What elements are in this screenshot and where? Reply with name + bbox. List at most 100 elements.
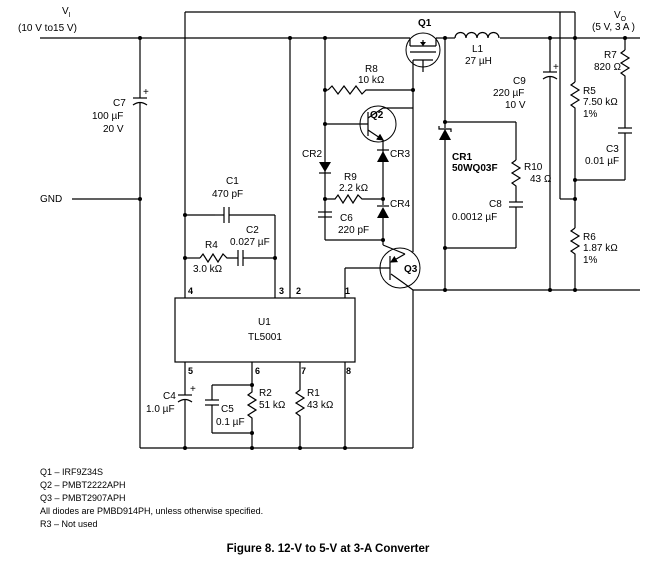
figure-caption: Figure 8. 12-V to 5-V at 3-A Converter: [226, 543, 430, 555]
cr1-value: 50WQ03F: [452, 163, 498, 174]
r10-resistor: [510, 159, 522, 202]
c5-capacitor: [205, 399, 219, 433]
r6-resistor: [569, 227, 581, 290]
l1-inductor: [454, 31, 500, 39]
c7-capacitor: +: [132, 38, 149, 448]
c8-capacitor: [509, 201, 523, 248]
q1-ref: Q1: [418, 18, 432, 29]
pin-4: 4: [188, 286, 193, 296]
r7-resistor: [619, 49, 631, 128]
c4-capacitor: +: [177, 384, 196, 448]
note-q3: Q3 – PMBT2907APH: [40, 493, 126, 503]
c7-ref: C7: [113, 98, 126, 109]
r2-resistor: [246, 385, 258, 448]
vin-label: VI: [62, 6, 71, 19]
r6-ref: R6: [583, 232, 596, 243]
cr2-ref: CR2: [302, 149, 322, 160]
r8-resistor: [327, 85, 413, 95]
c2-ref: C2: [246, 225, 259, 236]
c9-ref: C9: [513, 76, 526, 87]
c4-ref: C4: [163, 391, 176, 402]
u1-chip: [174, 297, 356, 363]
r2-value: 51 kΩ: [259, 400, 286, 411]
svg-text:+: +: [553, 62, 559, 73]
c2-value: 0.027 µF: [230, 237, 270, 248]
r8-ref: R8: [365, 64, 378, 75]
pin-3: 3: [279, 286, 284, 296]
vin-range: (10 V to15 V): [18, 23, 77, 34]
pin-5: 5: [188, 366, 193, 376]
c6-capacitor: [318, 211, 332, 218]
cr1-ref: CR1: [452, 152, 472, 163]
r5-tolerance: 1%: [583, 109, 598, 120]
r4-resistor: [199, 252, 238, 264]
c6-value: 220 pF: [338, 225, 369, 236]
c3-ref: C3: [606, 144, 619, 155]
vout-rating: (5 V, 3 A ): [592, 22, 635, 33]
r4-value: 3.0 kΩ: [193, 264, 222, 275]
c3-capacitor: [618, 127, 632, 180]
pin-1: 1: [345, 286, 350, 296]
svg-text:+: +: [190, 384, 196, 395]
cr3-diode: [377, 149, 389, 205]
c8-ref: C8: [489, 199, 502, 210]
c3-value: 0.01 µF: [585, 156, 619, 167]
vout-label: VO: [614, 10, 627, 23]
u1-ref: U1: [258, 317, 271, 328]
note-r3: R3 – Not used: [40, 519, 98, 529]
cr2-diode: [319, 162, 331, 174]
c1-value: 470 pF: [212, 189, 243, 200]
r5-resistor: [569, 81, 581, 228]
r4-ref: R4: [205, 240, 218, 251]
r1-value: 43 kΩ: [307, 400, 334, 411]
note-q2: Q2 – PMBT2222APH: [40, 480, 126, 490]
component-notes: Q1 – IRF9Z34S Q2 – PMBT2222APH Q3 – PMBT…: [40, 466, 263, 531]
c2-capacitor: [237, 250, 244, 266]
u1-name: TL5001: [248, 332, 282, 343]
l1-ref: L1: [472, 44, 484, 55]
r10-ref: R10: [524, 162, 543, 173]
q2-transistor: [325, 105, 413, 150]
svg-text:+: +: [143, 87, 149, 98]
r6-tolerance: 1%: [583, 255, 598, 266]
c4-value: 1.0 µF: [146, 404, 175, 415]
r7-ref: R7: [604, 50, 617, 61]
r10-value: 43 Ω: [530, 174, 552, 185]
c5-value: 0.1 µF: [216, 417, 245, 428]
c1-capacitor: [223, 207, 230, 223]
q2-ref: Q2: [370, 110, 384, 121]
r1-resistor: [294, 385, 306, 448]
r9-ref: R9: [344, 172, 357, 183]
c9-value: 220 µF: [493, 88, 524, 99]
r9-resistor: [325, 193, 383, 205]
r5-value: 7.50 kΩ: [583, 97, 618, 108]
note-diodes: All diodes are PMBD914PH, unless otherwi…: [40, 506, 264, 516]
cr4-ref: CR4: [390, 199, 410, 210]
c9-voltage: 10 V: [505, 100, 526, 111]
r8-value: 10 kΩ: [358, 75, 385, 86]
l1-value: 27 µH: [465, 56, 492, 67]
c7-voltage: 20 V: [103, 124, 124, 135]
pin-6: 6: [255, 366, 260, 376]
cr3-ref: CR3: [390, 149, 410, 160]
c1-ref: C1: [226, 176, 239, 187]
c8-value: 0.0012 µF: [452, 212, 497, 223]
r7-value: 820 Ω: [594, 62, 621, 73]
cr1-diode: [438, 38, 452, 290]
r6-value: 1.87 kΩ: [583, 243, 618, 254]
r9-value: 2.2 kΩ: [339, 183, 368, 194]
pin-2: 2: [296, 286, 301, 296]
c5-ref: C5: [221, 404, 234, 415]
gnd-label: GND: [40, 194, 62, 205]
c7-value: 100 µF: [92, 111, 123, 122]
c6-ref: C6: [340, 213, 353, 224]
r2-ref: R2: [259, 388, 272, 399]
pin-7: 7: [301, 366, 306, 376]
q3-transistor: [345, 244, 421, 291]
input-rail: [40, 36, 640, 40]
q1-mosfet-symbol: [405, 32, 441, 72]
r1-ref: R1: [307, 388, 320, 399]
r5-ref: R5: [583, 86, 596, 97]
pin-8: 8: [346, 366, 351, 376]
